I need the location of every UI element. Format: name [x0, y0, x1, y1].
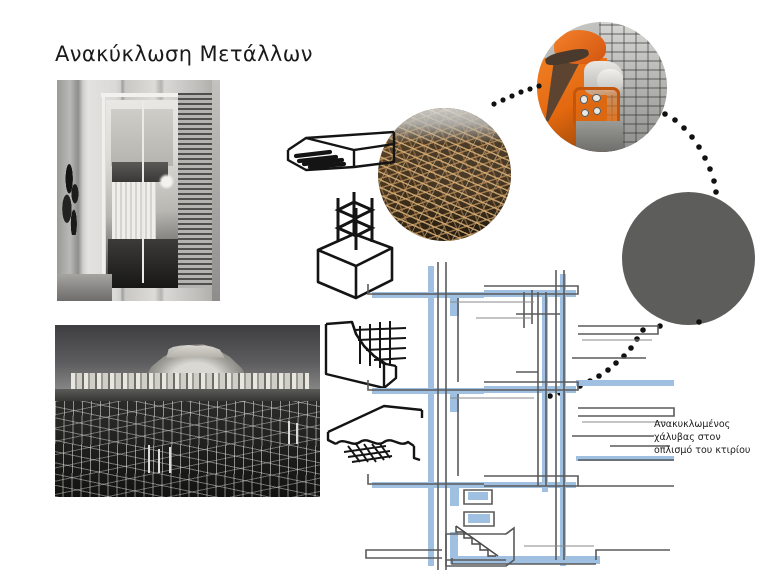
door-frame-left — [101, 93, 105, 288]
circle-photo-worker-control-panel — [537, 22, 667, 152]
site-rebar-post — [158, 448, 161, 473]
site-middle-ground — [55, 388, 320, 405]
section-staircase — [455, 525, 499, 557]
control-button — [579, 95, 589, 104]
photo-balcony-sliding-door — [57, 80, 220, 301]
worker-glove — [596, 68, 623, 93]
door-radiator — [112, 181, 157, 240]
site-rebar-post — [288, 421, 291, 444]
caption-line-2: χάλυβας στον — [654, 431, 721, 443]
site-townscape — [70, 373, 310, 393]
sketch-slab-mesh — [326, 404, 424, 463]
site-rebar-post — [147, 445, 150, 473]
connector-worker-to-mesh — [662, 111, 719, 195]
section-detail-lines — [450, 301, 666, 547]
door-potted-plant — [60, 159, 84, 235]
circle-photo-rebar-mesh — [622, 192, 755, 325]
control-button — [593, 106, 602, 116]
scrap-background-concrete — [378, 108, 511, 143]
site-rebar-post — [168, 447, 171, 473]
site-scene — [55, 325, 320, 497]
worker-trousers — [576, 120, 623, 152]
site-rebar-post — [296, 423, 299, 444]
section-structure-lines — [365, 262, 675, 570]
sketch-column-footing-rebar — [316, 192, 394, 300]
site-parthenon — [166, 344, 225, 358]
rebar-mesh-texture — [622, 192, 755, 325]
caption-line-1: Ανακυκλωμένος — [654, 419, 731, 430]
recycled-steel-caption: Ανακυκλωμένος χάλυβας στον οπλισμό του κ… — [654, 419, 766, 457]
door-wall-right — [211, 80, 220, 301]
door-scene — [57, 80, 220, 301]
connector-scrap-to-worker — [491, 83, 542, 107]
control-button — [580, 108, 590, 117]
door-interior-counter — [112, 161, 168, 182]
photo-construction-site-acropolis — [55, 325, 320, 497]
site-rebar-grid — [55, 400, 320, 497]
control-button — [592, 93, 601, 102]
door-frame-header — [101, 93, 180, 98]
door-roller-shutter — [177, 93, 212, 288]
door-frame-middle — [141, 99, 144, 284]
caption-line-3: οπλισμό του κτιρίου — [654, 444, 751, 456]
page-title: Ανακύκλωση Μετάλλων — [55, 42, 313, 66]
worker-scene — [537, 22, 667, 152]
door-glass-reflection — [159, 175, 173, 189]
building-section-drawing — [365, 262, 675, 570]
sketch-beam-rebar — [286, 130, 396, 172]
circle-photo-scrap-metal — [378, 108, 511, 241]
door-balcony-floor — [57, 274, 113, 301]
